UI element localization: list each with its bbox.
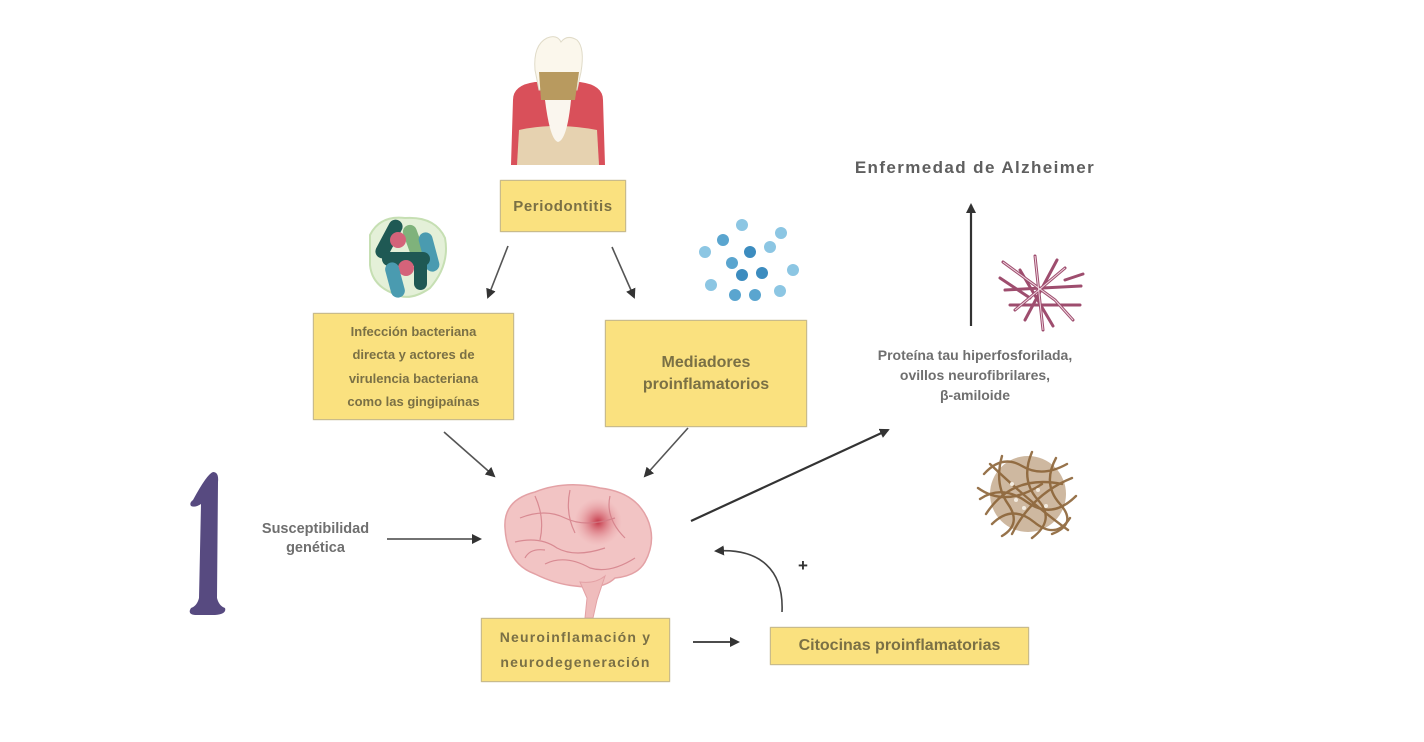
proinflammatory-cytokines-box: Citocinas proinflamatorias <box>770 627 1029 665</box>
genetic-susceptibility-label: Susceptibilidad genética <box>248 520 383 558</box>
infection-line-3: virulencia bacteriana <box>348 370 479 386</box>
infection-line-4: como las gingipaínas <box>347 394 480 409</box>
molecules-icon <box>699 219 799 301</box>
neuroinflammation-box: Neuroinflamación y neurodegeneración <box>481 618 670 682</box>
amyloid-plaque-icon <box>976 450 1078 540</box>
mediators-line-2: proinflamatorios <box>642 375 770 393</box>
feedback-arrow-cytokines-to-brain <box>714 545 783 613</box>
cytokines-label: Citocinas proinflamatorias <box>798 637 1001 654</box>
genetic-line-1: Susceptibilidad <box>261 521 370 537</box>
pathology-line-2: ovillos neurofibrilares, <box>899 367 1051 383</box>
arrow-brain-to-pathology <box>690 428 890 522</box>
arrow-periodontitis-to-mediators <box>611 246 636 299</box>
pathology-line-3: β-amiloide <box>940 387 1010 403</box>
neuro-line-2: neurodegeneración <box>500 654 651 670</box>
arrow-infection-to-brain <box>443 431 496 478</box>
infection-line-1: Infección bacteriana <box>350 323 477 339</box>
infection-line-2: directa y actores de <box>352 347 475 362</box>
genetic-line-2: genética <box>286 540 345 556</box>
bacterial-infection-box: Infección bacteriana directa y actores d… <box>313 313 514 420</box>
tooth-icon <box>511 36 605 165</box>
periodontitis-box: Periodontitis <box>500 180 626 232</box>
tau-tangle-icon <box>998 254 1085 332</box>
pathology-text: Proteína tau hiperfosforilada, ovillos n… <box>850 345 1100 405</box>
positive-feedback-sign: + <box>798 556 808 575</box>
mediators-line-1: Mediadores <box>661 353 751 371</box>
arrow-periodontitis-to-infection <box>486 245 509 299</box>
proinflammatory-mediators-box: Mediadores proinflamatorios <box>605 320 807 427</box>
bacteria-icon <box>369 216 447 298</box>
alzheimer-title: Enfermedad de Alzheimer <box>854 158 1096 177</box>
brain-icon <box>504 484 653 619</box>
periodontitis-label: Periodontitis <box>513 197 613 215</box>
step-number-one <box>189 472 226 615</box>
neuro-line-1: Neuroinflamación y <box>499 629 652 645</box>
arrow-mediators-to-brain <box>643 427 689 478</box>
pathology-line-1: Proteína tau hiperfosforilada, <box>877 347 1073 363</box>
